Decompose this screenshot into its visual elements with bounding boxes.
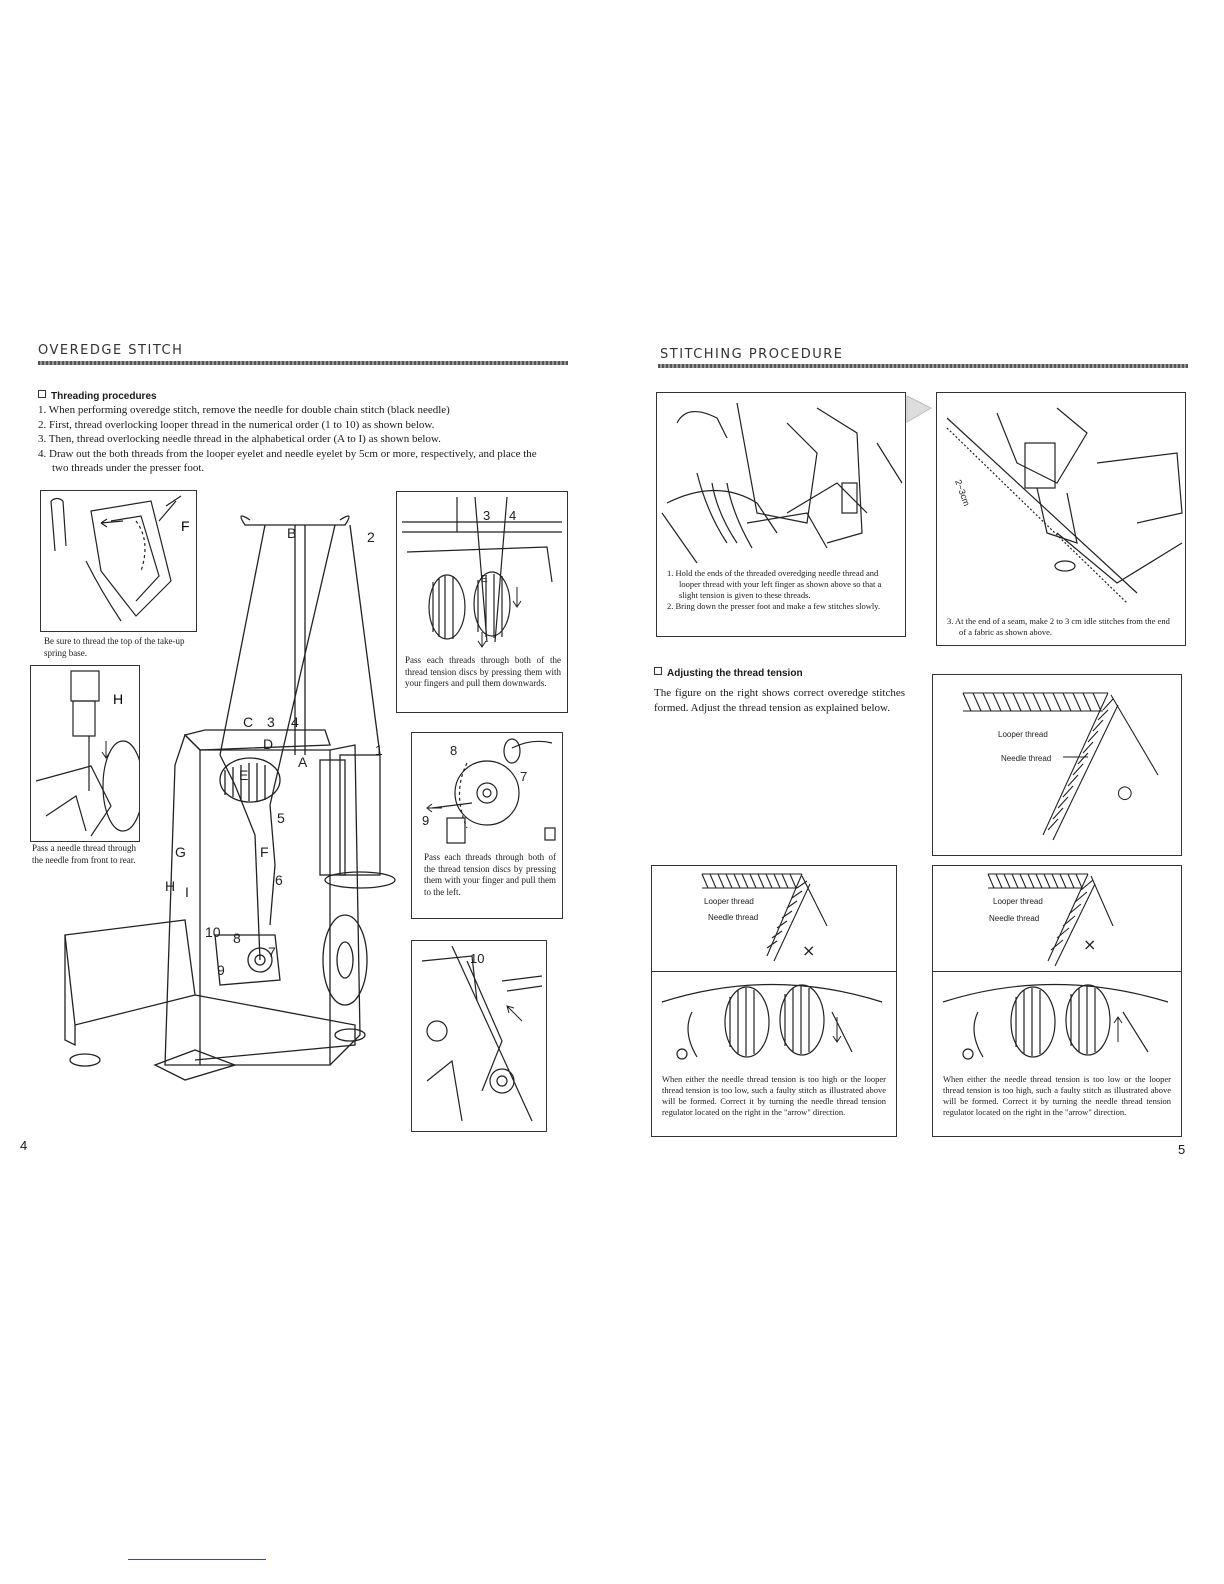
figure-label: E	[239, 767, 248, 783]
too-high-caption: When either the needle thread tension is…	[662, 1074, 886, 1117]
spring-base-illustration: F	[50, 495, 190, 622]
figure-label: G	[175, 844, 186, 860]
looper-tension-caption: Pass each threads through both of the th…	[424, 852, 556, 897]
figure-label: 4	[291, 714, 299, 730]
adjusting-heading-text: Adjusting the thread tension	[667, 668, 803, 679]
checkbox-square-icon	[654, 667, 662, 675]
left-page-number: 4	[20, 1138, 28, 1153]
figure-label: 8	[233, 930, 241, 946]
step-item: 3. Then, thread overlocking needle threa…	[38, 433, 441, 445]
threading-heading: Threading procedures	[38, 390, 157, 402]
tension-regulator-illustration	[661, 983, 883, 1060]
step-item: 1. When performing overedge stitch, remo…	[38, 404, 450, 416]
figure-label: 1	[375, 742, 383, 758]
caption-step: 2. Bring down the presser foot and make …	[667, 601, 881, 611]
needle-illustration: H	[35, 670, 139, 837]
correct-stitch-illustration: Looper thread Needle thread ○	[962, 692, 1159, 841]
caption-step: 1. Hold the ends of the threaded overedg…	[667, 568, 882, 600]
figure-label: F	[181, 518, 190, 534]
checkbox-square-icon	[38, 390, 46, 398]
idle-stitches-figure: 2~3cm 3. At the end of a seam, make 2 to…	[936, 392, 1186, 646]
machine-threading-illustration: B 2 C 3 4 D A 1 E 5 F G 6 H I 10 8 9 7	[55, 505, 400, 1085]
wrong-mark: ×	[1083, 935, 1096, 954]
spring-base-figure: F	[40, 490, 197, 632]
figure-label: H	[165, 878, 175, 894]
figure-label: I	[185, 884, 189, 900]
correct-mark: ○	[1117, 782, 1133, 803]
figure-label: 9	[422, 813, 429, 828]
figure-label: B	[287, 525, 296, 541]
looper-eyelet-illustration: 10	[421, 945, 543, 1122]
wrong-mark: ×	[802, 941, 815, 960]
looper-thread-label: Looper thread	[993, 897, 1043, 906]
too-low-caption: When either the needle thread tension is…	[943, 1074, 1171, 1117]
right-section-title: STITCHING PROCEDURE	[660, 347, 844, 362]
tension-discs-figure: 3 4 E 5 Pass each threads through both o…	[396, 491, 568, 713]
figure-label: 4	[509, 508, 516, 523]
too-low-stitch-illustration: Looper thread Needle thread ×	[987, 873, 1114, 967]
correct-stitch-figure: Looper thread Needle thread ○	[932, 674, 1182, 856]
figure-label: 8	[450, 743, 457, 758]
looper-eyelet-figure: 10	[411, 940, 547, 1132]
figure-label: 10	[205, 924, 221, 940]
needle-thread-label: Needle thread	[708, 913, 758, 922]
figure-label: 2	[367, 529, 375, 545]
too-high-stitch-illustration: Looper thread Needle thread ×	[701, 873, 828, 962]
overlock-machine-drawing: B 2 C 3 4 D A 1 E 5 F G 6 H I 10 8 9 7	[64, 515, 396, 1081]
left-title-rule	[38, 361, 568, 365]
link-underline	[128, 1559, 266, 1560]
right-page-number: 5	[1178, 1142, 1186, 1157]
figure-label: F	[260, 844, 269, 860]
measure-label: 2~3cm	[953, 478, 972, 507]
idle-stitches-illustration: 2~3cm	[946, 407, 1183, 604]
tension-discs-illustration: 3 4 E 5	[402, 496, 562, 652]
step-item: 2. First, thread overlocking looper thre…	[38, 418, 435, 431]
idle-stitches-caption: 3. At the end of a seam, make 2 to 3 cm …	[947, 616, 1170, 637]
too-low-figure: Looper thread Needle thread × When eithe…	[932, 865, 1182, 1137]
hold-threads-illustration	[661, 402, 903, 564]
figure-label: D	[263, 736, 273, 752]
figure-label: E	[481, 574, 488, 585]
needle-thread-figure: H	[30, 665, 140, 842]
adjusting-body: The figure on the right shows correct ov…	[654, 687, 905, 714]
figure-label: A	[298, 754, 308, 770]
hold-threads-figure: 1. Hold the ends of the threaded overedg…	[656, 392, 906, 637]
needle-thread-label: Needle thread	[989, 914, 1039, 923]
left-section-title: OVEREDGE STITCH	[38, 343, 184, 358]
needle-thread-caption: Pass a needle thread through the needle …	[32, 843, 136, 865]
figure-label: 10	[470, 951, 484, 966]
hold-threads-caption: 1. Hold the ends of the threaded overedg…	[657, 568, 905, 612]
figure-label: 7	[520, 769, 527, 784]
looper-tension-figure: 8 7 9 Pass each threads through both of …	[411, 732, 563, 919]
spring-base-caption: Be sure to thread the top of the take-up…	[44, 636, 185, 658]
figure-label: 6	[275, 872, 283, 888]
needle-thread-label: Needle thread	[1001, 754, 1051, 763]
too-high-figure: Looper thread Needle thread × When eithe…	[651, 865, 897, 1137]
figure-label: C	[243, 714, 253, 730]
tension-regulator-illustration	[942, 983, 1169, 1060]
figure-label: 5	[492, 650, 499, 652]
looper-thread-label: Looper thread	[704, 897, 754, 906]
right-title-rule	[658, 364, 1188, 368]
figure-label: 5	[277, 810, 285, 826]
adjusting-heading: Adjusting the thread tension	[654, 667, 803, 679]
looper-thread-label: Looper thread	[998, 730, 1048, 739]
figure-label: 7	[268, 944, 276, 960]
step-item: 4. Draw out the both threads from the lo…	[38, 447, 537, 475]
threading-steps: 1. When performing overedge stitch, remo…	[38, 403, 538, 476]
figure-label: 3	[267, 714, 275, 730]
tension-discs-caption: Pass each threads through both of the th…	[405, 655, 561, 688]
arrow-right-icon	[906, 395, 933, 423]
figure-label: 3	[483, 508, 490, 523]
threading-heading-text: Threading procedures	[51, 391, 157, 402]
figure-label: H	[113, 691, 123, 707]
figure-label: 9	[217, 962, 225, 978]
looper-tension-illustration: 8 7 9	[422, 738, 556, 844]
